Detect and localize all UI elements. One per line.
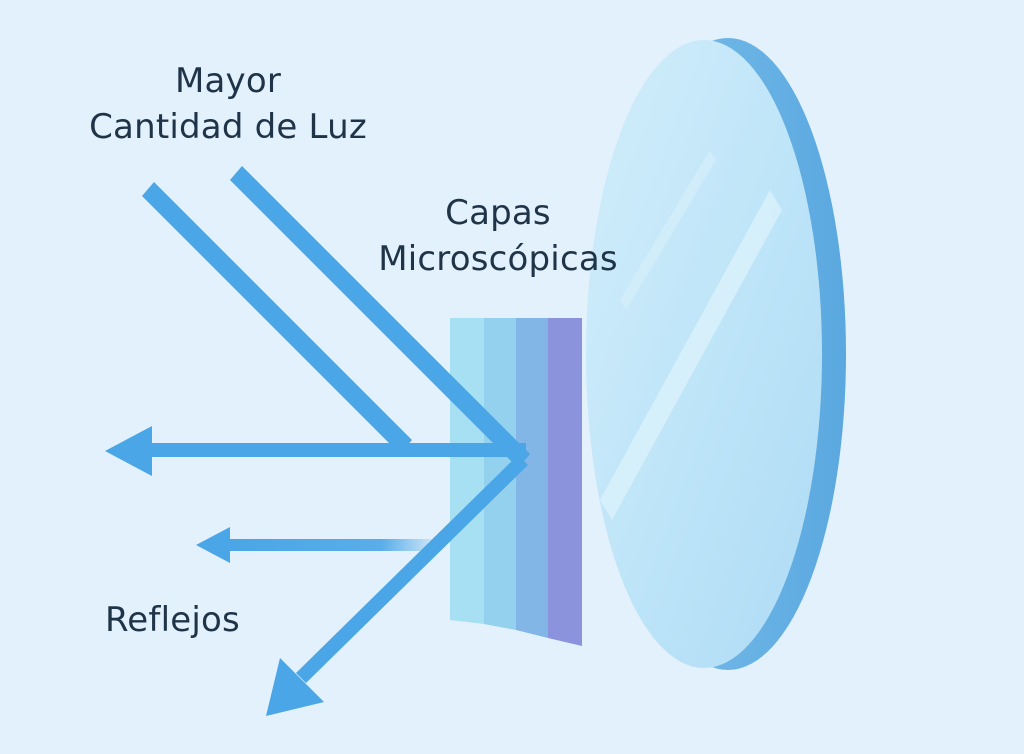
light-label: Mayor Cantidad de Luz (68, 58, 388, 150)
reflected-ray-middle (196, 527, 433, 563)
reflected-ray-lower (266, 455, 528, 716)
coating-layers (450, 318, 582, 646)
reflected-ray-upper (105, 426, 526, 476)
reflections-label: Reflejos (105, 600, 240, 640)
lens (586, 38, 846, 670)
incoming-ray-2 (230, 166, 530, 468)
layers-label-line-1: Capas (445, 193, 551, 233)
lens-highlight-thin (620, 150, 716, 310)
light-label-line-1: Mayor (174, 61, 282, 101)
incoming-rays (142, 166, 530, 468)
reflected-ray-lower-arrowhead (266, 658, 324, 716)
reflected-ray-middle-arrowhead (196, 527, 230, 563)
reflected-ray-upper-shaft (150, 443, 526, 457)
coating-layer-3 (516, 318, 548, 638)
coating-layer-4 (548, 318, 582, 646)
incoming-ray-1 (142, 182, 412, 454)
reflected-ray-lower-shaft (296, 455, 528, 683)
lens-highlight (600, 190, 782, 520)
layers-label: Capas Microscópicas (357, 190, 639, 282)
layers-label-line-2: Microscópicas (378, 239, 618, 279)
light-label-line-2: Cantidad de Luz (89, 107, 367, 147)
lens-face (586, 40, 822, 668)
reflected-ray-middle-shaft (228, 539, 433, 551)
reflected-ray-upper-arrowhead (105, 426, 152, 476)
coating-layer-1 (450, 318, 484, 624)
